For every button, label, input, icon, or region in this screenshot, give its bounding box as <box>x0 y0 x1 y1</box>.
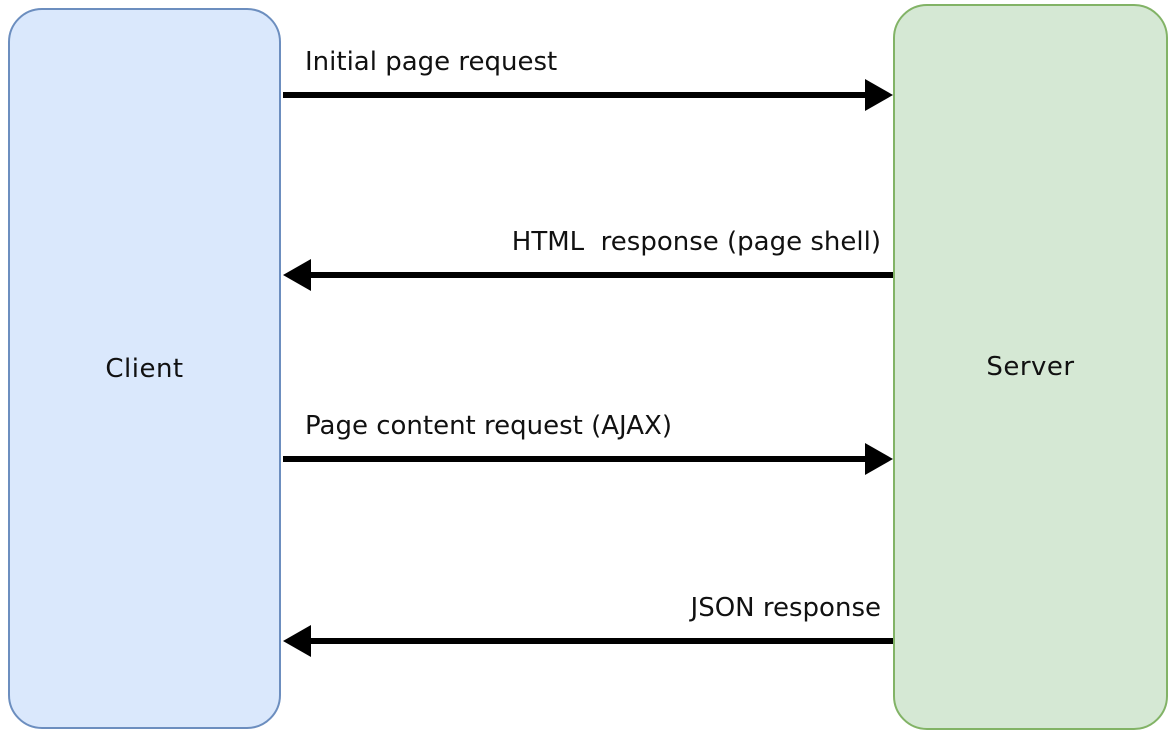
message-label: HTML response (page shell) <box>511 227 881 257</box>
message-label: Page content request (AJAX) <box>305 411 672 441</box>
arrow-shaft <box>305 272 893 278</box>
message-initial-page-request: Initial page request <box>283 45 893 111</box>
arrow-right-icon <box>283 443 893 475</box>
arrow-left-icon <box>283 259 893 291</box>
server-node-label: Server <box>986 352 1075 382</box>
client-node: Client <box>8 8 281 729</box>
message-page-content-request: Page content request (AJAX) <box>283 409 893 475</box>
arrow-right-icon <box>283 79 893 111</box>
arrow-shaft <box>305 638 893 644</box>
arrow-shaft <box>283 92 871 98</box>
message-label: Initial page request <box>305 47 558 77</box>
server-node: Server <box>893 4 1168 730</box>
message-html-response: HTML response (page shell) <box>283 225 893 291</box>
arrow-head <box>865 79 893 111</box>
arrow-left-icon <box>283 625 893 657</box>
message-json-response: JSON response <box>283 591 893 657</box>
client-node-label: Client <box>105 353 184 384</box>
message-label: JSON response <box>690 593 881 623</box>
arrow-head <box>283 625 311 657</box>
arrow-head <box>283 259 311 291</box>
arrow-head <box>865 443 893 475</box>
arrow-shaft <box>283 456 871 462</box>
